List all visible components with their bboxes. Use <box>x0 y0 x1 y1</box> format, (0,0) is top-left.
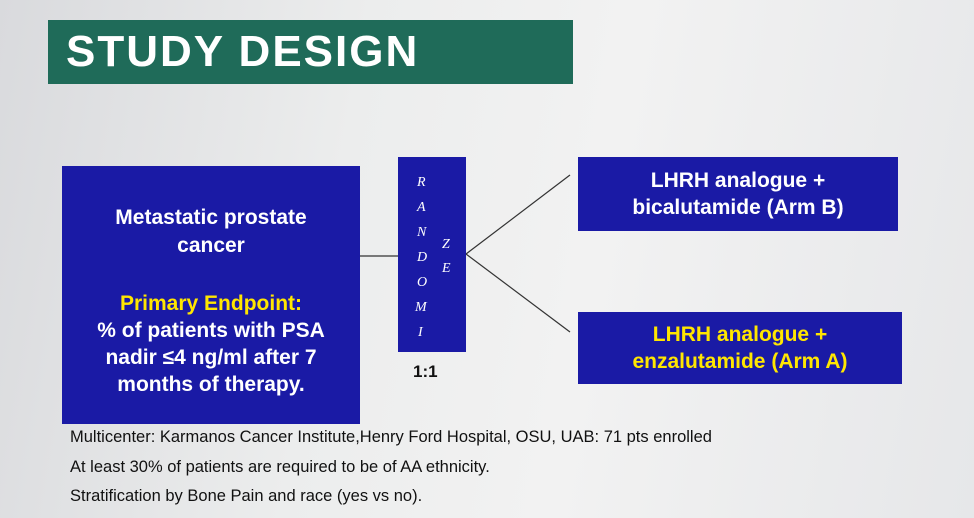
connector-randomize-to-arm-b <box>465 174 571 255</box>
footer-line-2: At least 30% of patients are required to… <box>70 458 490 476</box>
primary-endpoint-title: Primary Endpoint: <box>119 292 303 315</box>
arm-a-line-1: LHRH analogue + <box>652 323 828 346</box>
randomize-letter-r: R <box>417 175 426 190</box>
endpoint-line-1: % of patients with PSA <box>97 319 325 342</box>
randomize-letter-m: M <box>415 300 427 315</box>
randomize-letter-e: E <box>442 261 451 276</box>
randomize-letter-n: N <box>417 225 427 240</box>
endpoint-line-2: nadir ≤4 ng/ml after 7 <box>105 346 317 369</box>
footer-line-1: Multicenter: Karmanos Cancer Institute,H… <box>70 428 712 446</box>
randomize-letter-a: A <box>417 200 426 215</box>
endpoint-line-3: months of therapy. <box>117 373 305 396</box>
arm-b-box: LHRH analogue + bicalutamide (Arm B) <box>578 157 898 231</box>
randomize-box: R A N D O M I Z E <box>398 157 466 352</box>
randomize-letter-d: D <box>417 250 428 265</box>
randomize-letter-i: I <box>418 325 423 340</box>
population-box: Metastatic prostate cancer Primary Endpo… <box>62 166 360 424</box>
randomize-letter-z: Z <box>442 237 450 252</box>
arm-a-line-2: enzalutamide (Arm A) <box>632 350 848 373</box>
randomize-letter-o: O <box>417 275 428 290</box>
arm-b-line-2: bicalutamide (Arm B) <box>632 196 844 219</box>
condition-line-2: cancer <box>177 234 245 257</box>
randomization-ratio: 1:1 <box>413 362 438 381</box>
arm-b-line-1: LHRH analogue + <box>650 169 826 192</box>
arm-a-box: LHRH analogue + enzalutamide (Arm A) <box>578 312 902 384</box>
slide-title: STUDY DESIGN <box>48 20 573 84</box>
condition-line-1: Metastatic prostate <box>115 206 307 229</box>
footer-line-3: Stratification by Bone Pain and race (ye… <box>70 487 423 505</box>
connector-randomize-to-arm-a <box>465 253 571 333</box>
